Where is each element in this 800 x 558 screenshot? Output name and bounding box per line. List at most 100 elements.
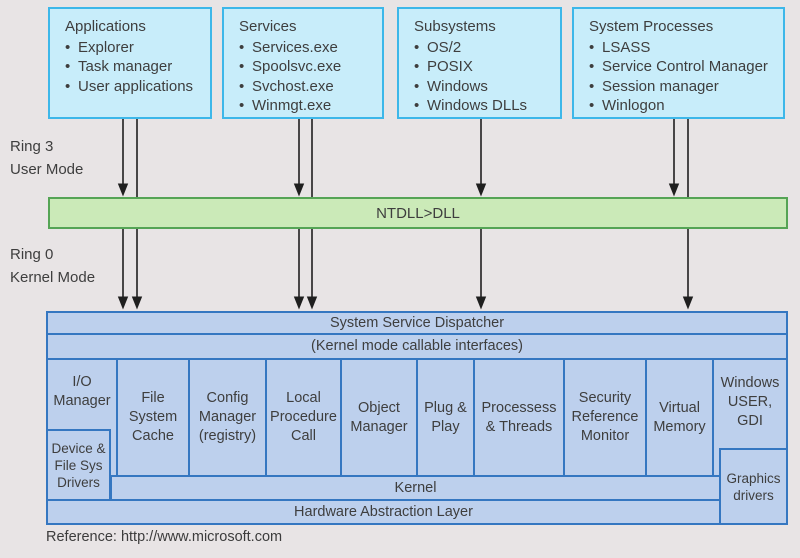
ntdll-bar-label: NTDLL>DLL (376, 204, 460, 222)
config-manager-label: Config Manager (registry) (198, 390, 257, 444)
list-item-label: Explorer (78, 38, 134, 56)
file-system-cache-label: File System Cache (128, 390, 178, 444)
hal-row: Hardware Abstraction Layer (46, 499, 721, 525)
system-processes-box-title: System Processes (589, 18, 714, 35)
kernel-callable-interfaces-row: (Kernel mode callable interfaces) (46, 333, 788, 360)
plug-and-play-cell: Plug & Play (416, 358, 475, 477)
graphics-drivers-label: Graphics drivers (726, 470, 781, 503)
services-box-title: Services (239, 18, 297, 35)
list-item: • Service Control Manager (589, 57, 779, 77)
arrow-applications-to-ntdll (117, 119, 138, 197)
device-file-sys-drivers-cell: Device & File Sys Drivers (46, 429, 111, 501)
graphics-drivers-cell: Graphics drivers (719, 448, 788, 525)
list-item-label: Winlogon (602, 97, 665, 114)
applications-box-title: Applications (65, 18, 146, 35)
security-reference-monitor-label: Security Reference Monitor (571, 390, 639, 444)
kernel-callable-interfaces-label: (Kernel mode callable interfaces) (311, 338, 523, 354)
file-system-cache-cell: File System Cache (116, 358, 190, 477)
processes-threads-label: Processess & Threads (481, 399, 557, 435)
list-item-label: POSIX (427, 58, 473, 75)
virtual-memory-cell: Virtual Memory (645, 358, 714, 477)
ring0-kernel-mode-label: Ring 0 Kernel Mode (10, 243, 95, 289)
ring0-label: Ring 0 (10, 246, 54, 263)
list-item: • Spoolsvc.exe (239, 57, 378, 77)
arrow-ntdll-to-dispatcher-applications (117, 229, 143, 310)
list-item: • Services.exe (239, 38, 378, 58)
object-manager-label: Object Manager (350, 399, 408, 435)
list-item: • Winlogon (589, 96, 779, 116)
list-item-label: Windows (427, 77, 488, 95)
kernel-mode-label: Kernel Mode (10, 269, 96, 286)
list-item: • Windows (414, 77, 556, 97)
list-item: • Svchost.exe (239, 77, 378, 97)
ring3-label: Ring 3 (10, 138, 54, 155)
list-item-label: Spoolsvc.exe (252, 58, 342, 75)
subsystems-box: Subsystems • OS/2 • POSIX • Windows • Window… (397, 7, 562, 119)
bullet-icon: • (414, 77, 420, 95)
bullet-icon: • (239, 38, 245, 56)
local-procedure-call-cell: Local Procedure Call (265, 358, 342, 477)
bullet-icon: • (239, 97, 245, 114)
reference-text: Reference: http://www.microsoft.com (46, 529, 283, 545)
ntdll-bar: NTDLL>DLL (48, 197, 788, 229)
bullet-icon: • (589, 97, 595, 114)
list-item-label: OS/2 (427, 38, 462, 56)
config-manager-cell: Config Manager (registry) (188, 358, 267, 477)
plug-and-play-label: Plug & Play (424, 399, 467, 435)
list-item: • POSIX (414, 57, 556, 77)
list-item-label: Svchost.exe (252, 77, 334, 95)
bullet-icon: • (589, 77, 595, 95)
io-manager-label: I/O Manager (53, 374, 111, 409)
list-item: • Task manager (65, 57, 206, 77)
list-item: • User applications (65, 77, 206, 97)
list-item: • Session manager (589, 77, 779, 97)
bullet-icon: • (414, 38, 420, 56)
bullet-icon: • (239, 58, 245, 75)
services-box: Services • Services.exe • Spoolsvc.exe • Sv… (222, 7, 384, 119)
virtual-memory-label: Virtual Memory (653, 399, 706, 435)
arrow-ntdll-to-dispatcher-services (293, 229, 318, 310)
windows-user-gdi-label: Windows USER, GDI (720, 375, 780, 429)
list-item-label: Session manager (602, 77, 719, 95)
list-item: • LSASS (589, 38, 779, 58)
ring3-user-mode-label: Ring 3 User Mode (10, 135, 83, 181)
list-item: • Windows DLLs (414, 96, 556, 116)
list-item: • Explorer (65, 38, 206, 58)
user-mode-label: User Mode (10, 161, 84, 178)
bullet-icon: • (65, 58, 71, 75)
system-processes-box: System Processes • LSASS • Service Control… (572, 7, 785, 119)
list-item-label: Task manager (78, 58, 173, 75)
list-item-label: Windows DLLs (427, 97, 528, 114)
list-item-label: Service Control Manager (602, 58, 768, 75)
bullet-icon: • (239, 77, 245, 95)
list-item-label: Services.exe (252, 38, 338, 56)
list-item-label: Winmgt.exe (252, 97, 332, 114)
hal-label: Hardware Abstraction Layer (294, 503, 473, 520)
local-procedure-call-label: Local Procedure Call (270, 390, 337, 444)
arrow-services-to-ntdll (293, 119, 313, 197)
list-item: • OS/2 (414, 38, 556, 58)
bullet-icon: • (414, 97, 420, 114)
security-reference-monitor-cell: Security Reference Monitor (563, 358, 647, 477)
bullet-icon: • (65, 77, 71, 95)
subsystems-box-title: Subsystems (414, 18, 496, 35)
bullet-icon: • (414, 58, 420, 75)
bullet-icon: • (65, 38, 71, 56)
system-service-dispatcher-row: System Service Dispatcher (46, 311, 788, 335)
applications-box: Applications • Explorer • Task manager • Us… (48, 7, 212, 119)
arrow-ntdll-to-dispatcher-subsystems (475, 229, 487, 310)
system-service-dispatcher-label: System Service Dispatcher (329, 314, 505, 331)
arrow-ntdll-to-dispatcher-system-processes (682, 229, 694, 310)
kernel-label: Kernel (394, 479, 437, 496)
device-file-sys-drivers-label: Device & File Sys Drivers (51, 440, 106, 490)
list-item-label: LSASS (602, 38, 651, 56)
bullet-icon: • (589, 58, 595, 75)
object-manager-cell: Object Manager (340, 358, 418, 477)
list-item: • Winmgt.exe (239, 96, 378, 116)
bullet-icon: • (589, 38, 595, 56)
arrow-subsystems-to-ntdll (475, 119, 487, 197)
processes-threads-cell: Processess & Threads (473, 358, 565, 477)
arrow-system-processes-to-ntdll (668, 119, 689, 197)
list-item-label: User applications (78, 77, 194, 95)
